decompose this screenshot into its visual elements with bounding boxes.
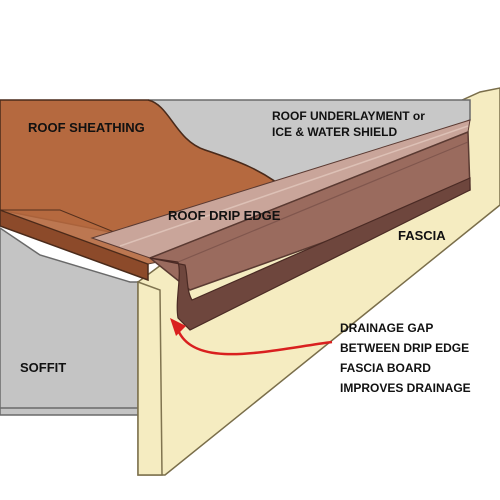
label-soffit: SOFFIT	[20, 360, 66, 375]
drip-edge-hem	[149, 177, 471, 331]
label-gap-line4: IMPROVES DRAINAGE	[340, 381, 471, 395]
drip-edge-crease-2	[177, 141, 469, 263]
drip-edge-crease-1	[119, 125, 469, 247]
label-underlayment-line1: ROOF UNDERLAYMENT or	[272, 109, 425, 123]
drainage-gap-arrow	[176, 329, 333, 356]
label-gap-line3: FASCIA BOARD	[340, 361, 431, 375]
label-underlayment-line2: ICE & WATER SHIELD	[272, 125, 397, 139]
label-fascia: FASCIA	[398, 228, 446, 243]
label-roof-sheathing: ROOF SHEATHING	[28, 120, 145, 135]
label-gap-line1: DRAINAGE GAP	[340, 321, 433, 335]
label-drip-edge: ROOF DRIP EDGE	[168, 208, 281, 223]
drainage-gap-arrowhead	[170, 318, 186, 336]
fascia-front-face	[137, 280, 163, 476]
label-gap-line2: BETWEEN DRIP EDGE	[340, 341, 469, 355]
